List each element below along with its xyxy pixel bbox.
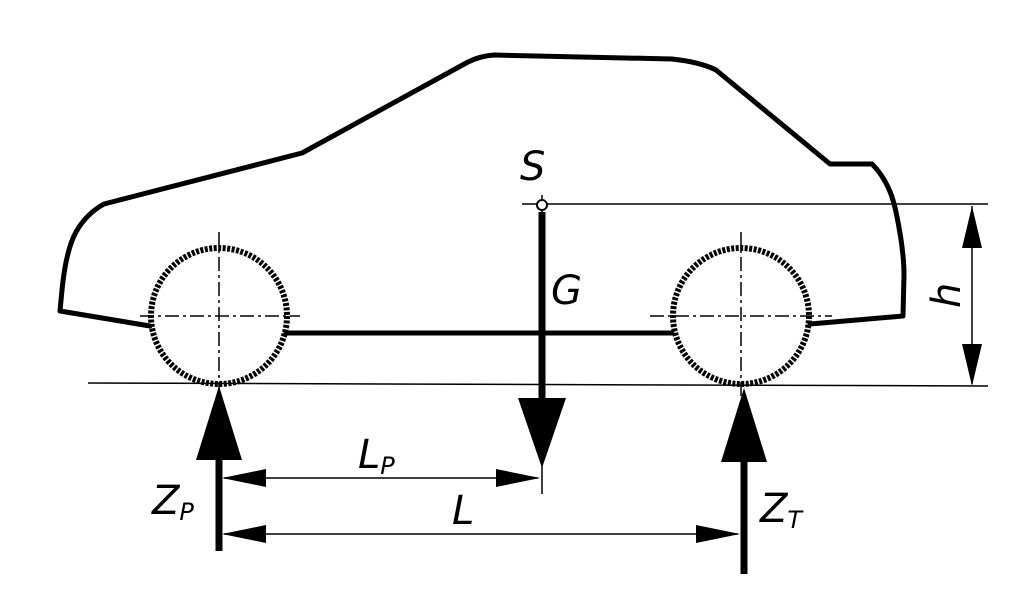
ground-line bbox=[87, 382, 989, 387]
car-body bbox=[57, 52, 907, 336]
cog-label: S bbox=[520, 144, 545, 190]
front-distance-dimension: LP bbox=[222, 432, 540, 487]
wheelbase-dimension: L bbox=[222, 488, 740, 543]
rear-reaction-force: ZT bbox=[721, 388, 804, 574]
front-distance-arrow-left bbox=[222, 469, 266, 487]
front-force-sub: P bbox=[179, 498, 194, 526]
weight-arrow-head bbox=[518, 398, 566, 468]
front-force-head bbox=[196, 386, 242, 460]
center-of-gravity: S bbox=[520, 144, 988, 212]
weight-label: G bbox=[551, 268, 582, 314]
height-arrow-up bbox=[962, 206, 982, 248]
cog-marker bbox=[536, 199, 548, 211]
front-distance-label: LP bbox=[358, 432, 395, 480]
front-wheel bbox=[140, 232, 300, 396]
wheelbase-arrow-right bbox=[696, 525, 740, 543]
rear-force-main: Z bbox=[759, 486, 789, 532]
front-distance-sub: P bbox=[380, 452, 395, 480]
front-force-label: ZP bbox=[151, 478, 194, 526]
rear-force-sub: T bbox=[787, 506, 804, 534]
front-distance-arrow-right bbox=[496, 469, 540, 487]
front-reaction-force: ZP bbox=[151, 386, 242, 551]
rear-force-label: ZT bbox=[759, 486, 804, 534]
front-distance-main: L bbox=[358, 432, 380, 478]
height-label: h bbox=[924, 283, 970, 308]
weight-arrow: G bbox=[518, 212, 582, 494]
car-body-outline bbox=[57, 52, 907, 329]
front-force-main: Z bbox=[151, 478, 181, 524]
rear-wheel bbox=[650, 232, 832, 396]
rear-force-head bbox=[721, 388, 767, 462]
height-dimension: h bbox=[924, 206, 982, 386]
height-arrow-down bbox=[962, 344, 982, 386]
wheelbase-arrow-left bbox=[222, 525, 266, 543]
wheelbase-label: L bbox=[452, 488, 474, 534]
